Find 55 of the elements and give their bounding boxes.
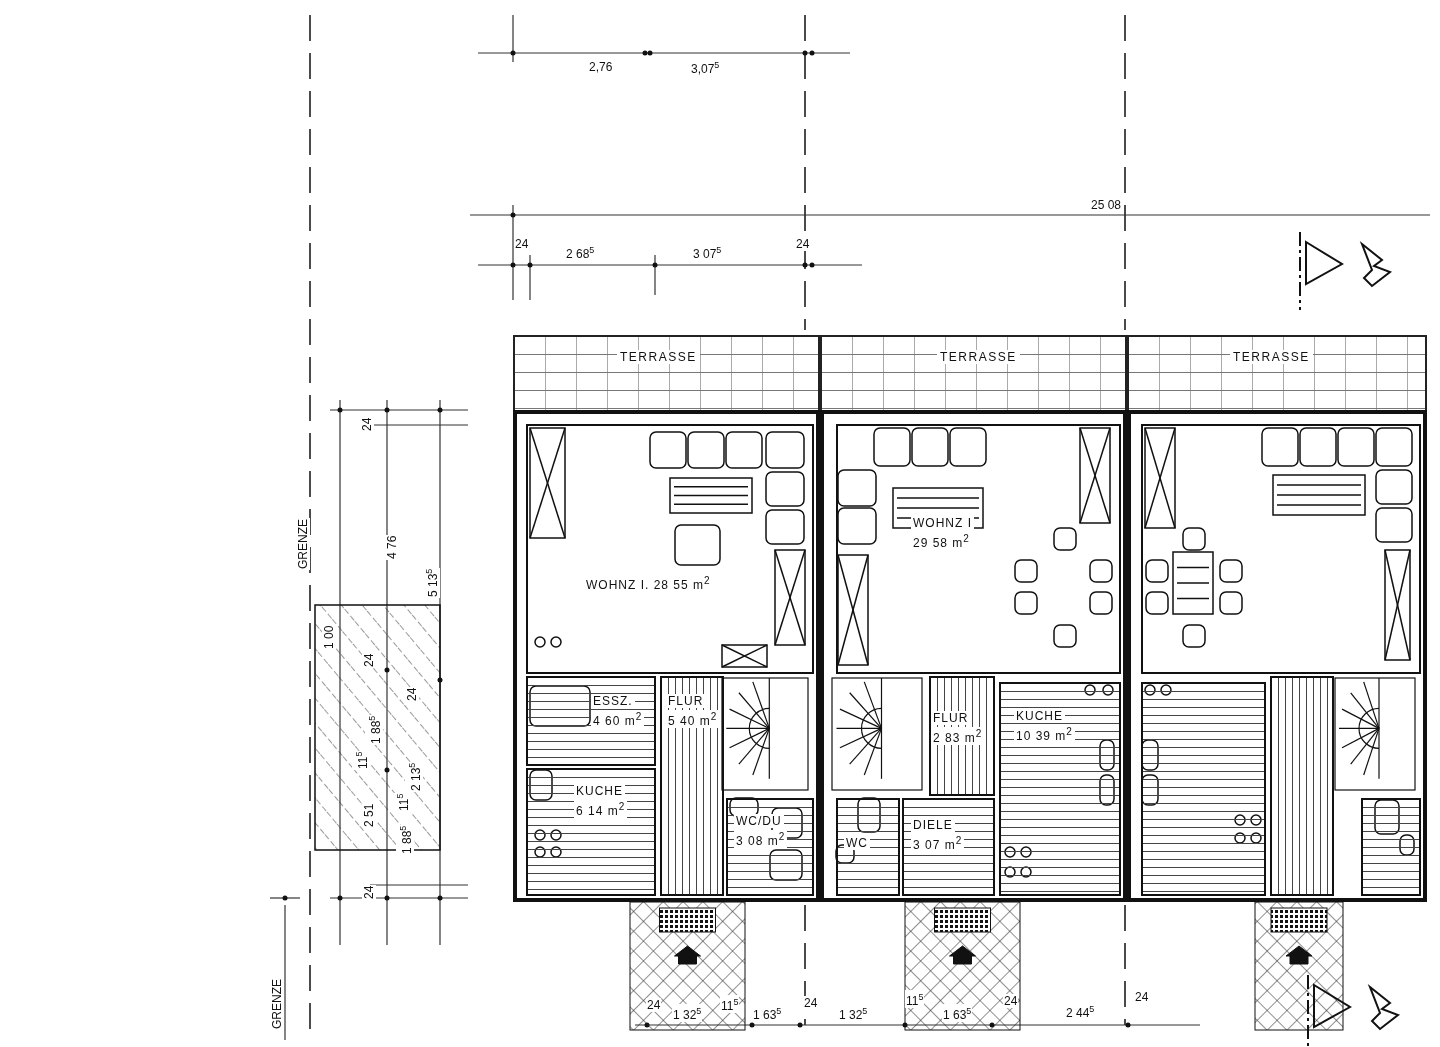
room-box xyxy=(526,676,656,766)
dimension-label: 1 63$^{5}$ xyxy=(942,1004,973,1022)
room-outline xyxy=(1361,798,1421,896)
dimension-label: 24 xyxy=(362,884,376,900)
room-label: 6 14 m$^{2}$ xyxy=(574,800,628,818)
room-box xyxy=(660,676,724,896)
room-outline xyxy=(1270,676,1334,896)
dimension-label: 24 xyxy=(360,416,374,432)
dimension-label: 24 xyxy=(1003,994,1019,1008)
room-box xyxy=(836,798,900,896)
room-label: WC/DU xyxy=(734,814,784,828)
dimension-label: 2 51 xyxy=(362,802,376,828)
room-label: 5 40 m$^{2}$ xyxy=(666,710,720,728)
room-label: TERRASSE xyxy=(1230,350,1313,364)
dimension-label: 4 76 xyxy=(385,534,399,560)
room-label: TERRASSE xyxy=(617,350,700,364)
dimension-label: 24 xyxy=(1134,990,1150,1004)
room-label: 3 07 m$^{2}$ xyxy=(911,834,965,852)
room-label: KUCHE xyxy=(1014,709,1065,723)
dimension-label: 1 32$^{5}$ xyxy=(672,1004,703,1022)
house-outline xyxy=(820,410,1127,902)
terrace-band xyxy=(820,335,1127,410)
dimension-label: 25 08 xyxy=(1090,198,1123,212)
room-label: FLUR xyxy=(666,694,706,708)
house-outline xyxy=(1127,410,1427,902)
room-label: WOHNZ I. 28 55 m$^{2}$ xyxy=(584,574,713,592)
house-outline xyxy=(513,410,820,902)
room-label: TERRASSE xyxy=(937,350,1020,364)
dimension-label: 2,76 xyxy=(588,60,614,74)
dimension-label: GRENZE xyxy=(296,518,310,570)
terrace-band xyxy=(1127,335,1427,410)
dimension-label: 24 xyxy=(646,998,662,1012)
room-label: 3 08 m$^{2}$ xyxy=(734,830,788,848)
dimension-label: 24 xyxy=(514,237,530,251)
dimension-label: 24 xyxy=(803,996,819,1010)
room-box xyxy=(929,676,995,796)
terrace-band xyxy=(513,335,820,410)
dimension-label: 11$^{5}$ xyxy=(720,995,740,1013)
room-label: WOHNZ I xyxy=(911,516,974,530)
room-box xyxy=(999,682,1121,896)
room-label: DIELE xyxy=(911,818,955,832)
room-label: ESSZ. xyxy=(591,694,635,708)
room-box xyxy=(902,798,995,896)
dimension-label: 1 00 xyxy=(322,624,336,650)
room-label: KUCHE xyxy=(574,784,625,798)
room-box xyxy=(526,768,656,896)
dimension-label: GRENZE xyxy=(270,978,284,1030)
room-label: 4 60 m$^{2}$ xyxy=(591,710,645,728)
room-box xyxy=(726,798,814,896)
room-label: 10 39 m$^{2}$ xyxy=(1014,725,1075,743)
room-outline xyxy=(1141,682,1266,896)
dimension-label: 11$^{5}$ xyxy=(905,990,925,1008)
room-label: WC xyxy=(844,836,870,850)
dimension-label: 24 xyxy=(795,237,811,251)
room-label: 29 58 m$^{2}$ xyxy=(911,532,972,550)
